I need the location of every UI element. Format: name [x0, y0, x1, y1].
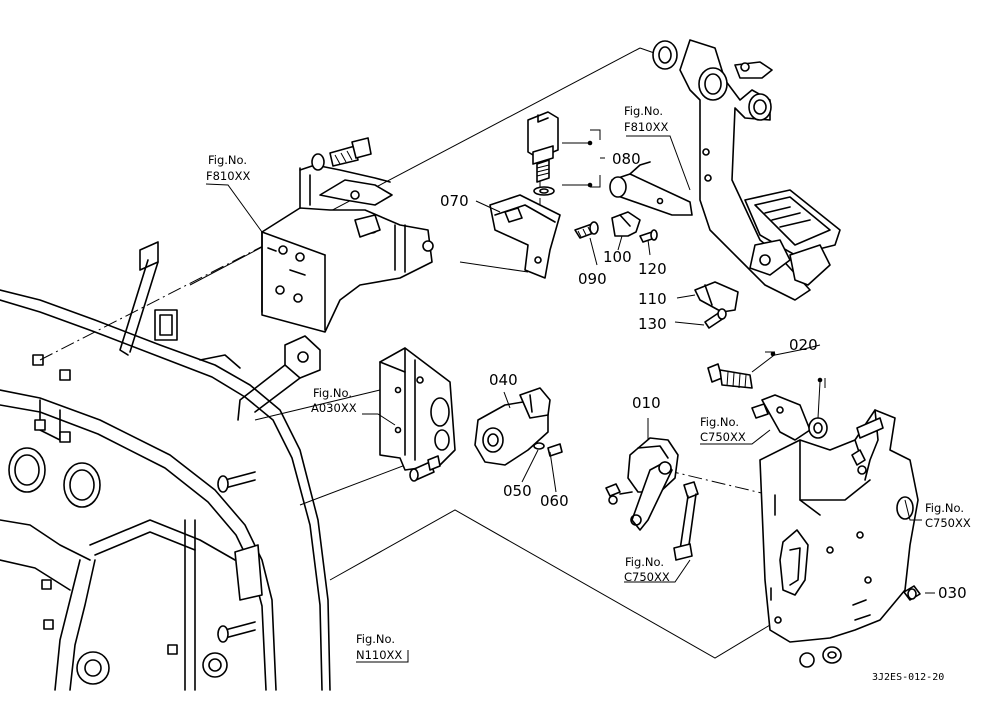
part-label-070: 070 [440, 192, 469, 210]
drawing-code: 3J2ES-012-20 [872, 672, 944, 683]
label-leaders [205, 135, 935, 663]
pivot-assembly-020 [707, 344, 828, 441]
part-label-110: 110 [638, 290, 667, 308]
fig-ref-c750-lower: Fig.No. C750XX [624, 555, 670, 584]
part-label-020: 020 [789, 336, 818, 354]
svg-text:Fig.No.: Fig.No. [700, 415, 739, 429]
fig-ref-f810-left: Fig.No. F810XX [206, 153, 250, 183]
fig-ref-n110: Fig.No. N110XX [356, 632, 402, 662]
svg-text:N110XX: N110XX [356, 648, 402, 662]
part-label-050: 050 [503, 482, 532, 500]
svg-text:F810XX: F810XX [206, 169, 250, 183]
part-label-130: 130 [638, 315, 667, 333]
part-label-080: 080 [612, 150, 641, 168]
right-mount-plate [759, 409, 921, 668]
svg-text:Fig.No.: Fig.No. [208, 153, 247, 167]
fig-ref-f810-right: Fig.No. F810XX [624, 104, 668, 134]
switch-assembly [489, 111, 601, 279]
svg-text:Fig.No.: Fig.No. [313, 386, 352, 400]
svg-text:C750XX: C750XX [925, 516, 971, 530]
fig-ref-c750-right: Fig.No. C750XX [925, 501, 971, 530]
part-label-090: 090 [578, 270, 607, 288]
svg-text:C750XX: C750XX [700, 430, 746, 444]
fig-ref-c750-upper: Fig.No. C750XX [700, 415, 746, 444]
svg-text:C750XX: C750XX [624, 570, 670, 584]
part-label-030: 030 [938, 584, 967, 602]
svg-text:Fig.No.: Fig.No. [625, 555, 664, 569]
part-label-010: 010 [632, 394, 661, 412]
part-number-labels: 010 020 030 040 050 060 070 080 090 100 … [440, 150, 967, 602]
part-label-040: 040 [489, 371, 518, 389]
svg-text:Fig.No.: Fig.No. [925, 501, 964, 515]
part-label-100: 100 [603, 248, 632, 266]
pedal-small-parts [611, 211, 739, 329]
sensor-mount-bracket [379, 347, 456, 482]
part-label-120: 120 [638, 260, 667, 278]
pedal-sensor-040 [474, 387, 563, 466]
svg-text:A030XX: A030XX [311, 401, 357, 415]
left-pedal-bracket [261, 137, 434, 333]
fig-ref-a030: Fig.No. A030XX [311, 386, 357, 415]
figure-references: Fig.No. F810XX Fig.No. F810XX Fig.No. A0… [206, 104, 971, 662]
svg-text:Fig.No.: Fig.No. [624, 104, 663, 118]
part-label-060: 060 [540, 492, 569, 510]
chassis-frame [0, 241, 331, 691]
svg-text:Fig.No.: Fig.No. [356, 632, 395, 646]
pedal-arm [609, 39, 841, 301]
lever-sensor-010 [605, 437, 699, 561]
svg-text:F810XX: F810XX [624, 120, 668, 134]
